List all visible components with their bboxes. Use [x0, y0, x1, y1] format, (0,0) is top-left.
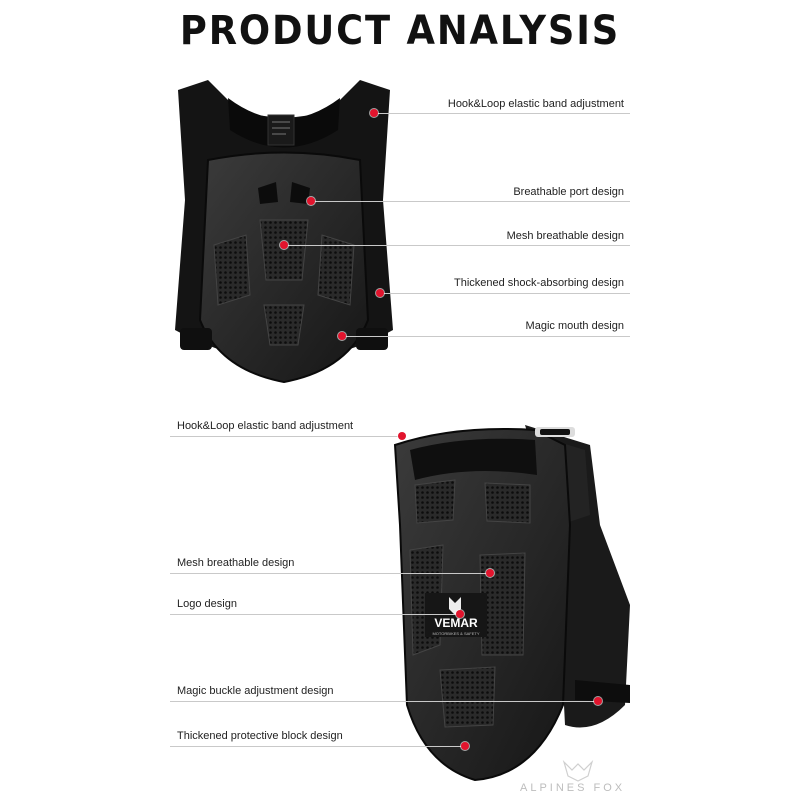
callout-label: Magic buckle adjustment design [177, 685, 334, 697]
callout-label: Mesh breathable design [506, 230, 624, 242]
callout-label: Breathable port design [513, 186, 624, 198]
fox-logo-icon [562, 760, 594, 782]
callout-dot [338, 332, 346, 340]
page-title: PRODUCT ANALYSIS [179, 8, 621, 54]
callout-label: Thickened shock-absorbing design [454, 277, 624, 289]
callout-line [170, 614, 458, 615]
callout-line [312, 201, 630, 202]
watermark-text: ALPINES FOX [520, 782, 626, 794]
callout-line [375, 113, 630, 114]
callout-dot [594, 697, 602, 705]
callout-line [382, 293, 630, 294]
side-vest-image: VEMAR MOTORBIKES & SAFETY [393, 425, 630, 782]
logo-text: VEMAR [434, 616, 478, 630]
callout-label: Thickened protective block design [177, 730, 343, 742]
callout-label: Logo design [177, 598, 237, 610]
callout-dot [370, 109, 378, 117]
callout-line [170, 573, 488, 574]
callout-label: Magic mouth design [525, 320, 624, 332]
callout-dot [307, 197, 315, 205]
callout-label: Hook&Loop elastic band adjustment [447, 98, 624, 110]
logo-subtext: MOTORBIKES & SAFETY [432, 631, 479, 636]
callout-dot [486, 569, 494, 577]
callout-line [170, 701, 598, 702]
callout-dot [398, 432, 406, 440]
callout-dot [461, 742, 469, 750]
callout-line [170, 746, 466, 747]
callout-line [343, 336, 630, 337]
callout-dot [376, 289, 384, 297]
callout-dot [456, 610, 464, 618]
watermark: ALPINES FOX [520, 760, 640, 796]
callout-line [170, 436, 402, 437]
callout-label: Hook&Loop elastic band adjustment [177, 420, 354, 432]
callout-dot [280, 241, 288, 249]
callout-line [285, 245, 630, 246]
callout-label: Mesh breathable design [177, 557, 295, 569]
front-vest-image [175, 80, 393, 384]
